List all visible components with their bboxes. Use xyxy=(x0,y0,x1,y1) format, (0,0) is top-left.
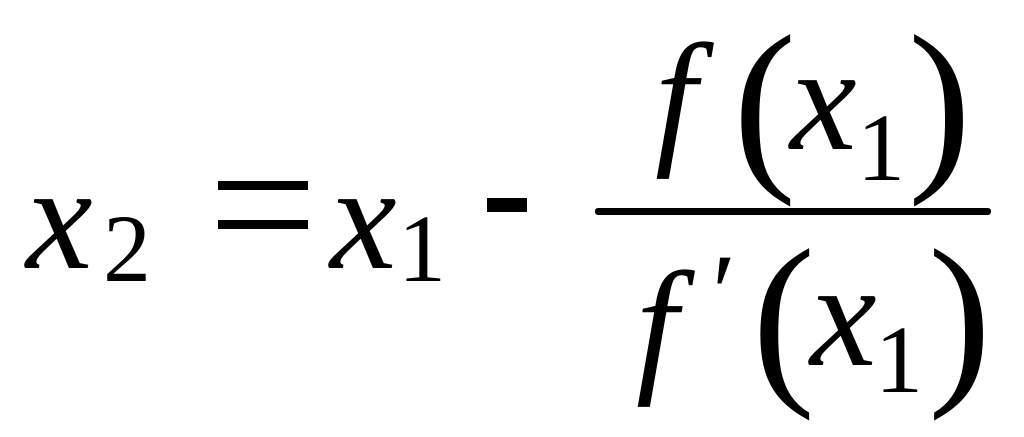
denominator-open-paren: ( xyxy=(752,212,816,422)
numerator-close-paren: ) xyxy=(908,0,972,208)
denominator-variable: x xyxy=(810,232,877,398)
denominator-function: f xyxy=(636,242,678,408)
rhs-subscript: 1 xyxy=(398,195,446,302)
equals-sign-bottom-bar xyxy=(218,220,308,229)
lhs-variable: x xyxy=(26,135,93,301)
minus-sign-bar xyxy=(487,198,527,212)
denominator-prime: ′ xyxy=(712,232,737,354)
minus-sign-text: - xyxy=(0,0,1,1)
numerator-function: f xyxy=(655,14,697,180)
fraction-bar xyxy=(595,208,991,215)
numerator-open-paren: ( xyxy=(733,0,797,208)
equals-sign-text: = xyxy=(0,0,1,1)
lhs-subscript: 2 xyxy=(103,195,151,302)
rhs-variable: x xyxy=(330,135,397,301)
denominator-close-paren: ) xyxy=(928,212,992,422)
numerator-variable: x xyxy=(790,16,857,182)
equals-sign-top-bar xyxy=(218,181,308,190)
numerator-subscript: 1 xyxy=(857,94,905,201)
denominator-subscript: 1 xyxy=(875,306,923,413)
